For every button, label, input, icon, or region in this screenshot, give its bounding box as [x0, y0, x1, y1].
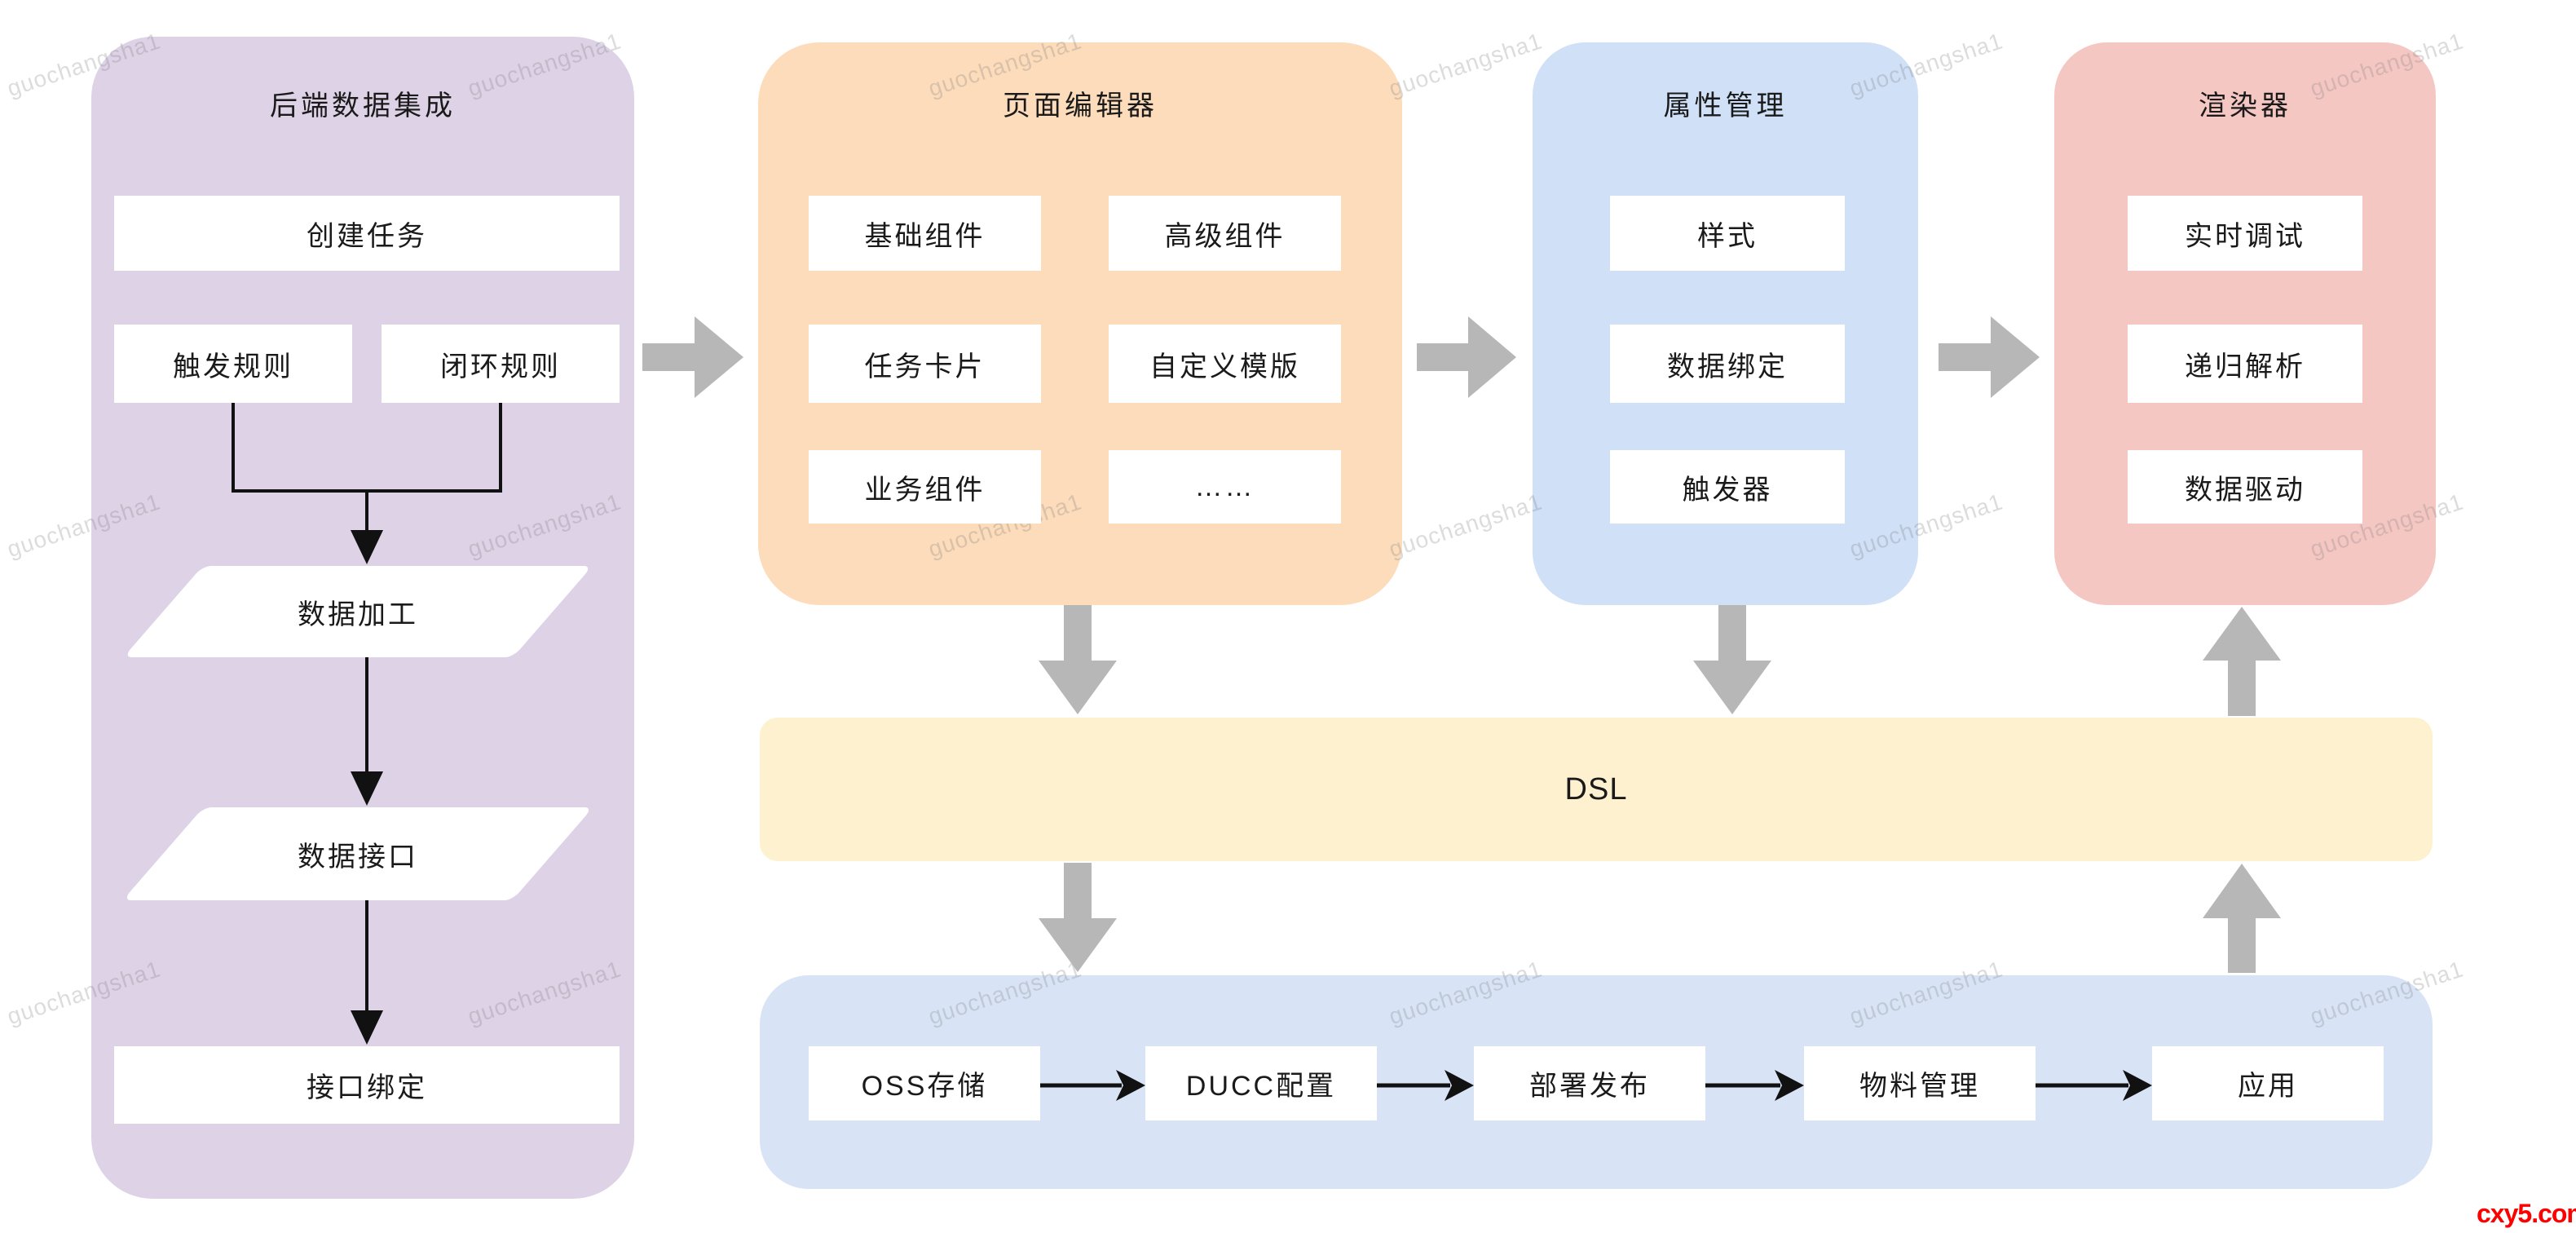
- data-binding-box: 数据绑定: [1610, 325, 1845, 403]
- material-mgmt-box: 物料管理: [1804, 1046, 2036, 1120]
- arrow-pipeline-to-dsl: [2203, 864, 2281, 973]
- arrowhead-to-data-interface: [351, 771, 383, 806]
- arrowhead-deploy-to-material: [1775, 1070, 1804, 1101]
- create-task-box: 创建任务: [114, 196, 620, 271]
- data-processing-label: 数据加工: [298, 599, 418, 630]
- trigger-box: 触发器: [1610, 450, 1845, 524]
- ducc-config-box: DUCC配置: [1145, 1046, 1377, 1120]
- arrowhead-material-to-app: [2123, 1070, 2152, 1101]
- recursive-parse-box: 递归解析: [2128, 325, 2362, 403]
- interface-binding-box: 接口绑定: [114, 1046, 620, 1124]
- business-components-box: 业务组件: [809, 450, 1041, 524]
- arrow-editor-to-dsl: [1039, 605, 1117, 714]
- properties-title: 属性管理: [1663, 91, 1788, 122]
- arrow-backend-to-editor: [642, 316, 743, 398]
- realtime-debug-box: 实时调试: [2128, 196, 2362, 271]
- arrowhead-oss-to-ducc: [1116, 1070, 1145, 1101]
- oss-storage-box: OSS存储: [809, 1046, 1040, 1120]
- application-box: 应用: [2152, 1046, 2384, 1120]
- arrowhead-to-data-processing: [351, 530, 383, 564]
- trigger-rule-box: 触发规则: [114, 325, 352, 403]
- advanced-components-box: 高级组件: [1109, 196, 1341, 271]
- deploy-release-box: 部署发布: [1474, 1046, 1705, 1120]
- arrow-properties-to-dsl: [1693, 605, 1771, 714]
- task-card-box: 任务卡片: [809, 325, 1041, 403]
- renderer-title: 渲染器: [2199, 91, 2291, 122]
- custom-template-box: 自定义模版: [1109, 325, 1341, 403]
- site-credit: cxy5.com: [2477, 1199, 2576, 1228]
- basic-components-box: 基础组件: [809, 196, 1041, 271]
- connector-trigger-merge: [232, 403, 502, 532]
- arrowhead-ducc-to-deploy: [1445, 1070, 1474, 1101]
- arrowhead-to-interface-binding: [351, 1010, 383, 1045]
- dsl-label: DSL: [1564, 771, 1628, 807]
- data-interface-label: 数据接口: [298, 841, 418, 873]
- closed-loop-rule-box: 闭环规则: [382, 325, 620, 403]
- page-editor-title: 页面编辑器: [1003, 91, 1158, 122]
- style-box: 样式: [1610, 196, 1845, 271]
- data-driven-box: 数据驱动: [2128, 450, 2362, 524]
- backend-title: 后端数据集成: [270, 91, 456, 122]
- dsl-bar: [760, 718, 2433, 861]
- arrow-dsl-to-renderer: [2203, 607, 2281, 716]
- arrow-properties-to-renderer: [1939, 316, 2040, 398]
- arrow-editor-to-properties: [1417, 316, 1516, 398]
- arrow-dsl-to-pipeline: [1039, 863, 1117, 972]
- ellipsis-box: ……: [1109, 450, 1341, 524]
